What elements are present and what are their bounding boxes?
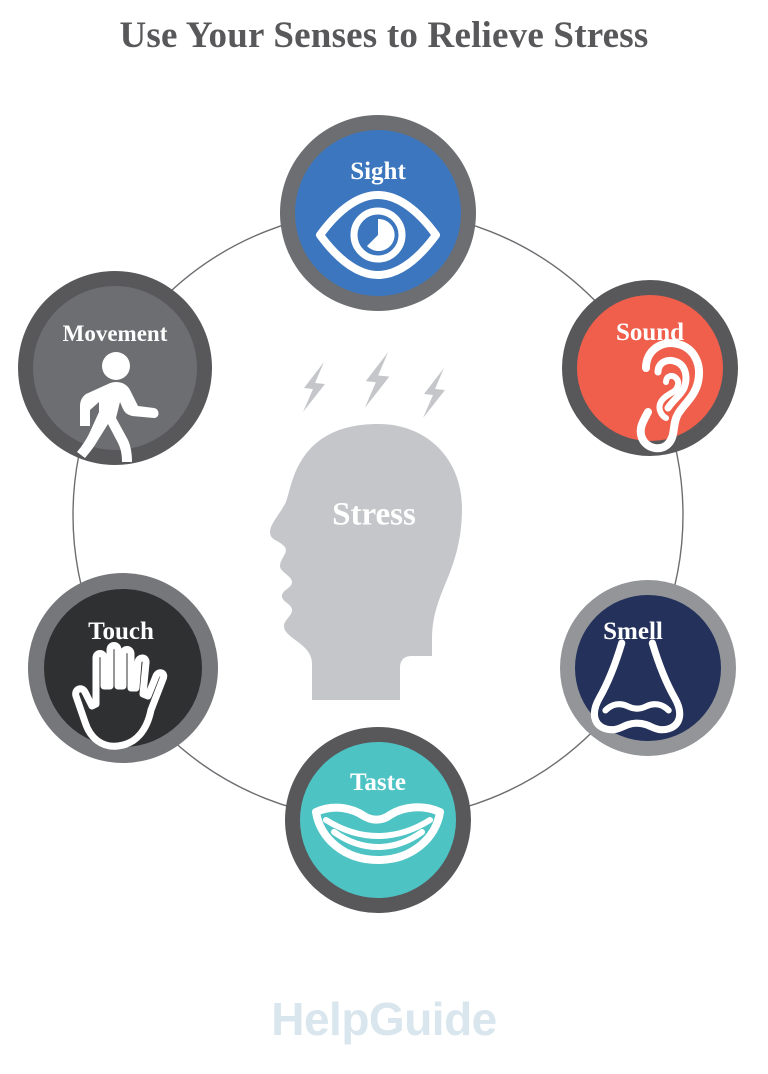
stress-center-group xyxy=(270,352,462,700)
node-taste[interactable] xyxy=(285,727,471,913)
node-smell[interactable] xyxy=(560,580,736,756)
node-touch[interactable] xyxy=(28,573,218,763)
head-silhouette-icon xyxy=(270,424,462,700)
helpguide-logo: HelpGuide xyxy=(271,993,497,1045)
lightning-bolt-left xyxy=(303,362,325,412)
node-sound[interactable] xyxy=(562,280,738,456)
lightning-bolt-right xyxy=(423,368,445,418)
node-movement[interactable] xyxy=(18,271,212,465)
page-title: Use Your Senses to Relieve Stress xyxy=(119,15,649,56)
lightning-bolt-middle xyxy=(364,352,390,408)
node-sight[interactable] xyxy=(280,115,476,311)
